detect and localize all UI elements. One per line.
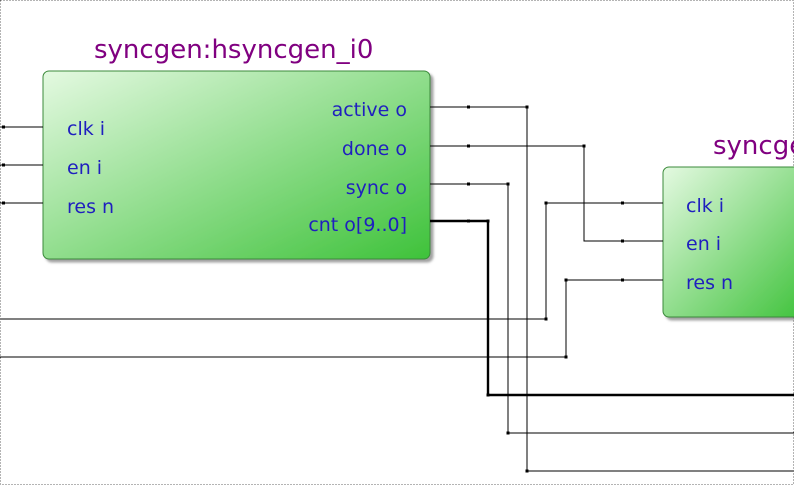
- junction-dot: [544, 317, 548, 321]
- junction-dot: [564, 355, 568, 359]
- wire-b-clk: [0, 202, 663, 320]
- junction-dot: [506, 182, 510, 186]
- junction-dot: [525, 105, 529, 109]
- junction-dot: [467, 105, 470, 109]
- port-sync-output: sync o: [346, 177, 407, 199]
- junction-dot: [564, 278, 568, 282]
- block-second-syncgen[interactable]: syncge clk i en i res n: [662, 131, 794, 318]
- port-clk-input: clk i: [67, 118, 105, 140]
- junction-dot: [2, 125, 5, 129]
- junction-dot: [525, 469, 529, 473]
- port-active-output: active o: [332, 99, 407, 121]
- junction-dot: [582, 144, 586, 148]
- port-cnt-output: cnt o[9..0]: [308, 214, 407, 236]
- wires-block-b-inputs: [0, 201, 663, 359]
- bus-cnt: [430, 219, 794, 397]
- junction-dot: [2, 201, 5, 205]
- junction-dot: [467, 144, 470, 148]
- junction-dot: [621, 239, 624, 243]
- block-hsyncgen-title: syncgen:hsyncgen_i0: [94, 35, 373, 65]
- port-b-res-input: res n: [686, 272, 733, 294]
- junction-dot: [544, 201, 548, 205]
- wire-b-res: [0, 279, 663, 358]
- junction-dot: [506, 431, 510, 435]
- junction-dot: [621, 201, 624, 205]
- junction-dot: [467, 182, 470, 186]
- port-res-input: res n: [67, 196, 114, 218]
- wire-active: [430, 106, 794, 472]
- port-en-input: en i: [67, 157, 102, 179]
- port-b-en-input: en i: [686, 233, 721, 255]
- block-hsyncgen[interactable]: syncgen:hsyncgen_i0 clk i en i res n act…: [42, 35, 431, 260]
- junction-dot: [486, 219, 490, 223]
- port-done-output: done o: [342, 138, 407, 160]
- block-second-syncgen-title: syncge: [713, 131, 794, 161]
- junction-dot: [486, 393, 490, 397]
- junction-dot: [467, 219, 470, 223]
- junction-dot: [621, 278, 624, 282]
- junction-dot: [2, 163, 5, 167]
- block-second-syncgen-body[interactable]: [662, 166, 794, 318]
- port-b-clk-input: clk i: [686, 195, 724, 217]
- wires-block-a-inputs: [0, 125, 43, 205]
